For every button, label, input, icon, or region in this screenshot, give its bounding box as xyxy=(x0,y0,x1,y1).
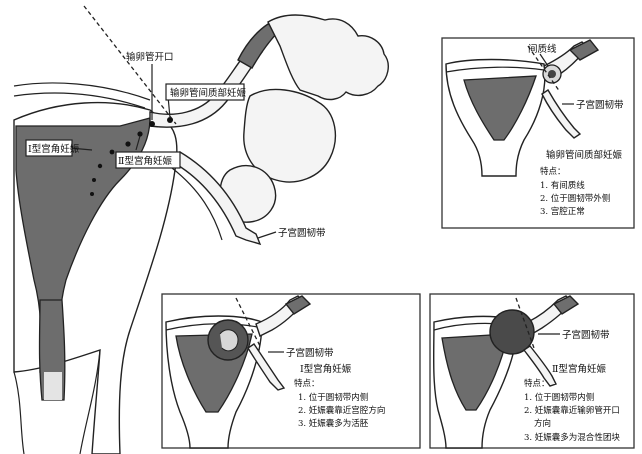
panel-type1-tube-dark xyxy=(284,295,312,315)
panel-type1-feature-3: 3. 妊娠囊多为活胚 xyxy=(298,418,369,429)
panel-type1-feature-1: 1. 位于圆韧带内侧 xyxy=(298,392,368,403)
panel-interstitial-ligament-label: 子宫圆韧带 xyxy=(576,99,624,111)
leader-type2 xyxy=(135,135,141,151)
marker-type1-d xyxy=(97,163,103,169)
cervix-highlight xyxy=(44,372,62,400)
marker-type1-f xyxy=(90,192,94,196)
panel-interstitial-line-label: 间质线 xyxy=(528,43,557,55)
label-box-type2 xyxy=(115,151,181,169)
vagina-outline-right xyxy=(79,349,101,454)
panel-type1-feature-2: 2. 妊娠囊靠近宫腔方向 xyxy=(298,405,385,416)
panel-type1-title: Ⅰ型宫角妊娠 xyxy=(300,363,352,375)
interstitial-dashed-line xyxy=(83,5,177,125)
marker-type1-c xyxy=(109,149,115,155)
panel-type2-ligament-label: 子宫圆韧带 xyxy=(562,329,610,341)
panel-interstitial-cavity xyxy=(463,75,537,141)
panel-type2-feature-2-cont: 方向 xyxy=(534,418,551,429)
panel-interstitial-fundus xyxy=(445,66,545,73)
panel-type1-ligament-label: 子宫圆韧带 xyxy=(286,347,334,359)
panel-type2-mass xyxy=(489,309,535,355)
marker-type1-b xyxy=(125,141,131,147)
fimbria xyxy=(267,14,389,101)
marker-interstitial xyxy=(167,117,173,123)
label-type1: Ⅰ型宫角妊娠 xyxy=(28,143,80,155)
panel-interstitial-tube-dark xyxy=(568,39,600,61)
round-ligament xyxy=(175,150,262,246)
panel-interstitial-dashed xyxy=(527,45,561,93)
panel-type2-features-heading: 特点： xyxy=(524,378,550,389)
panel-type1: 子宫圆韧带 Ⅰ型宫角妊娠 特点： 1. 位于圆韧带内侧 2. 妊娠囊靠近宫腔方向… xyxy=(161,293,421,449)
panel-interstitial-embryo xyxy=(548,70,556,78)
label-box-interstitial xyxy=(165,83,245,101)
marker-type1-a xyxy=(137,131,143,137)
fundus-arc xyxy=(13,82,151,101)
panel-type2-feature-2: 2. 妊娠囊靠近输卵管开口 xyxy=(524,405,620,416)
panel-interstitial-feature-1: 1. 有间质线 xyxy=(540,180,585,191)
panel-type2-title: Ⅱ型宫角妊娠 xyxy=(552,363,606,375)
panel-type2-dashed xyxy=(515,297,535,349)
panel-interstitial-feature-2: 2. 位于圆韧带外侧 xyxy=(540,193,610,204)
fundus-arc-inner xyxy=(13,92,146,109)
label-interstitial: 输卵管间质部妊娠 xyxy=(170,87,247,99)
marker-type1-e xyxy=(92,178,96,182)
panel-type1-ligament xyxy=(247,343,286,391)
panel-type2-feature-3: 3. 妊娠囊多为混合性团块 xyxy=(524,432,620,443)
marker-type2 xyxy=(149,121,155,127)
leader-type1 xyxy=(69,147,93,151)
panel-interstitial-features-heading: 特点： xyxy=(540,166,566,177)
label-box-type1 xyxy=(25,139,73,157)
panel-type1-dashed xyxy=(235,297,261,347)
panel-type2-ligament xyxy=(522,345,557,387)
ovary-mass xyxy=(243,88,337,183)
panel-type2-tube-dark xyxy=(552,295,580,315)
label-round-ligament: 子宫圆韧带 xyxy=(278,227,326,239)
panel-interstitial: 间质线 子宫圆韧带 输卵管间质部妊娠 特点： 1. 有间质线 2. 位于圆韧带外… xyxy=(441,37,635,229)
broad-ligament-line xyxy=(171,167,223,241)
label-type2: Ⅱ型宫角妊娠 xyxy=(118,155,172,167)
panel-type1-features-heading: 特点： xyxy=(294,378,320,389)
vagina-outline xyxy=(13,371,25,454)
panel-interstitial-title: 输卵管间质部妊娠 xyxy=(546,149,623,161)
panel-interstitial-feature-3: 3. 宫腔正常 xyxy=(540,206,585,217)
panel-type2: 子宫圆韧带 Ⅱ型宫角妊娠 特点： 1. 位于圆韧带内侧 2. 妊娠囊靠近输卵管开… xyxy=(429,293,635,449)
panel-type2-feature-1: 1. 位于圆韧带内侧 xyxy=(524,392,594,403)
main-uterus-illustration: 输卵管开口 输卵管间质部妊娠 Ⅰ型宫角妊娠 Ⅱ型宫角妊娠 子宫圆韧带 xyxy=(13,5,389,454)
leader-round-ligament xyxy=(257,231,277,239)
panel-interstitial-leader-line xyxy=(539,53,549,67)
label-tube-opening: 输卵管开口 xyxy=(126,51,174,63)
panel-type1-embryo xyxy=(219,329,239,352)
panel-interstitial-ligament xyxy=(541,89,582,139)
